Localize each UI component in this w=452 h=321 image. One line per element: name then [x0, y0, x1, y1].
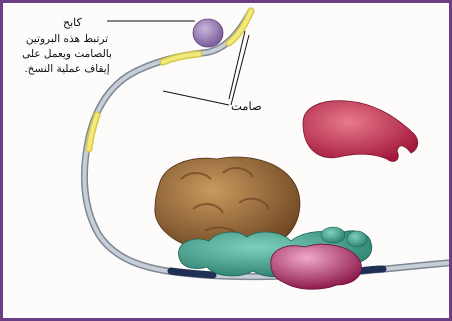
repressor-description: ترتبط هذه البروتين بالصامت ويعمل على إيق…	[9, 32, 125, 77]
mediator-protein	[271, 244, 362, 289]
repressor-protein	[193, 19, 223, 47]
silencer-leader-line-1	[163, 91, 229, 105]
activator-protein	[303, 101, 418, 162]
promoter-segment	[171, 271, 213, 275]
silencer-label: صامت	[231, 99, 262, 113]
repressor-label: كابح	[63, 16, 82, 30]
